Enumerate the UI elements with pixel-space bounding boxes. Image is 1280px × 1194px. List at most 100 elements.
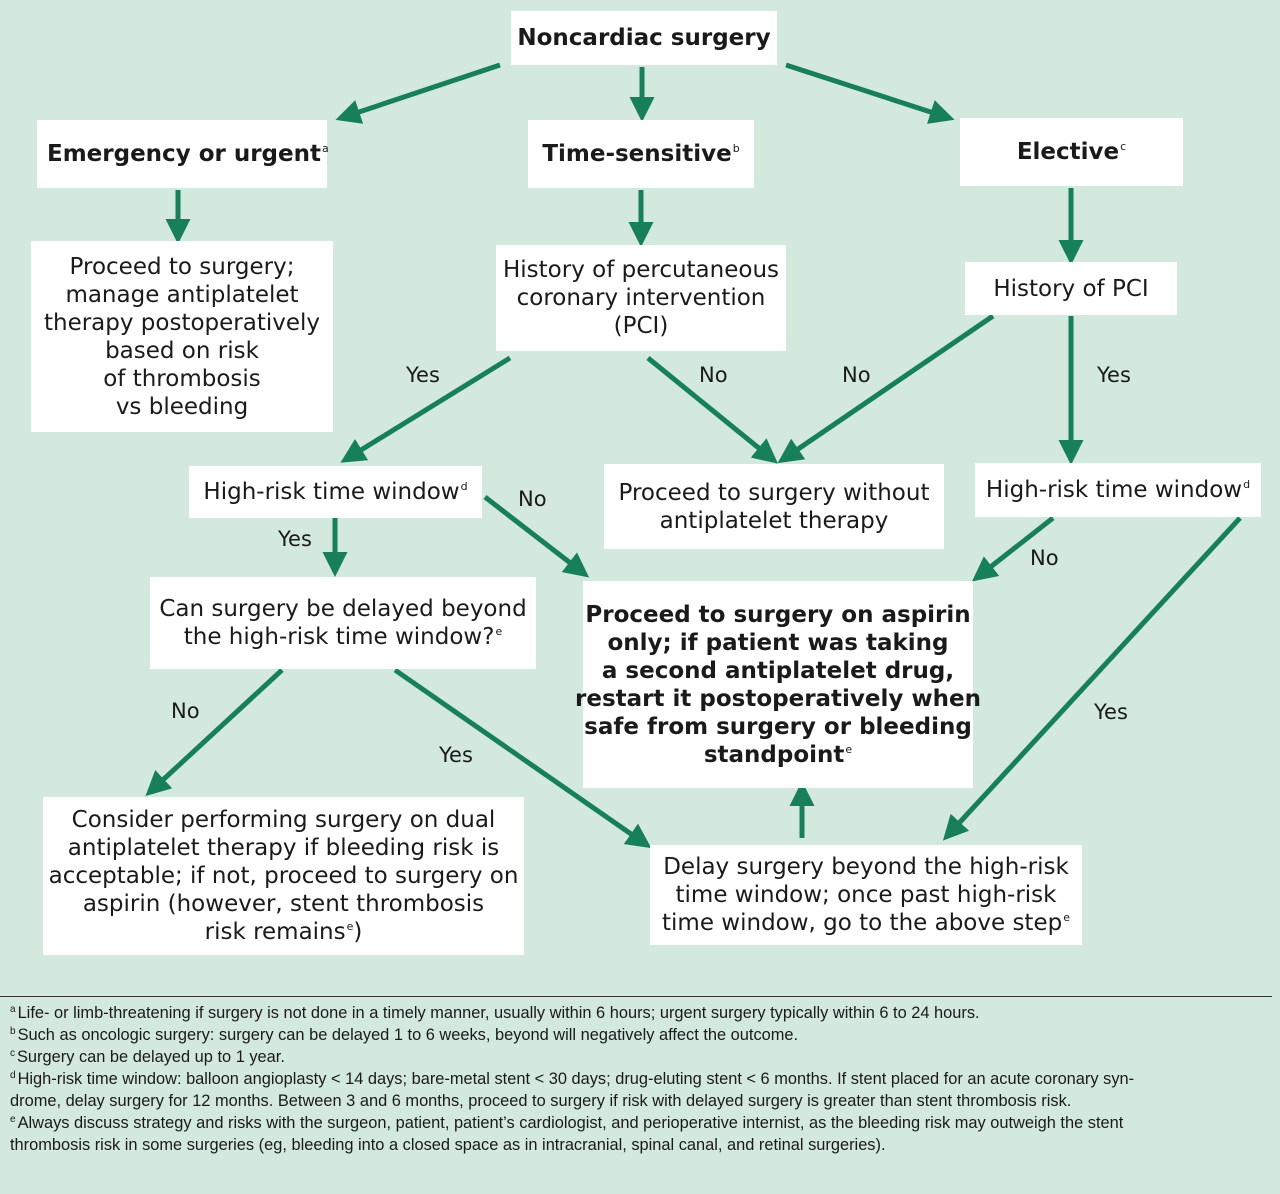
proceed-aspirin-box: Proceed to surgery on aspirin only; if p… [575,581,981,788]
footnote-mark-c: c [1120,140,1127,154]
consider-dual-line: Consider performing surgery on dual [71,807,496,833]
emergency-urgent-label: Emergency or urgenta [47,140,329,168]
footnote-mark: d [10,1069,16,1081]
arrow-root-to-elective [785,62,955,124]
noncardiac-surgery-label: Noncardiac surgery [517,25,771,51]
high-risk-window-right-label: High-risk time windowd [986,476,1250,504]
delay-surgery-line: time window, go to the above stepe [662,909,1070,937]
footnote-d-continued: drome, delay surgery for 12 months. Betw… [10,1092,1072,1110]
history-pci-long-line: coronary intervention [516,285,766,311]
proceed-manage-box: Proceed to surgery; manage antiplatelet … [31,241,333,432]
edge-label-yes: Yes [278,527,312,551]
delay-surgery-box: Delay surgery beyond the high-risk time … [650,845,1082,945]
footnote-text: Life- or limb-threatening if surgery is … [17,1004,980,1022]
footnote-mark: b [10,1025,16,1037]
edge-label-yes: Yes [1097,363,1131,387]
consider-dual-text: risk remains [204,919,346,945]
consider-dual-tail: ) [353,919,363,945]
consider-dual-line: risk remainse) [205,918,363,946]
proceed-manage-line: therapy postoperatively [43,309,321,336]
can-delay-text: the high-risk time window? [183,624,495,650]
proceed-manage-line: based on risk [105,337,259,364]
footnote-text: Always discuss strategy and risks with t… [17,1114,1124,1132]
edge-label-no: No [518,487,547,511]
footnote-mark: e [10,1113,16,1125]
high-risk-window-left-box: High-risk time windowd [189,466,482,518]
edge-label-no: No [171,699,200,723]
footnote-mark: a [10,1003,16,1015]
footnote-text: Such as oncologic surgery: surgery can b… [17,1026,799,1044]
consider-dual-line: antiplatelet therapy if bleeding risk is [67,835,500,861]
arrow-can-delay-yes-to-delay [393,667,652,849]
arrow-high-risk-right-no-to-aspirin [971,516,1055,582]
edge-label-yes: Yes [406,363,440,387]
consider-dual-line: acceptable; if not, proceed to surgery o… [48,863,519,889]
edge-label-no: No [1030,546,1059,570]
proceed-aspirin-line: Proceed to surgery on aspirin [585,601,971,628]
footnote-e-continued: thrombosis risk in some surgeries (eg, b… [10,1136,886,1154]
arrow-history-no-to-proceed-without [646,356,778,464]
proceed-without-line: antiplatelet therapy [659,507,889,534]
high-risk-window-right-text: High-risk time window [985,477,1243,503]
can-delay-line: Can surgery be delayed beyond [159,596,527,622]
arrow-pci-no-to-proceed-without [777,313,995,464]
delay-surgery-line: Delay surgery beyond the high-risk [663,854,1069,880]
edge-label-yes: Yes [439,743,473,767]
arrow-high-risk-no-to-aspirin [483,495,590,578]
can-delay-box: Can surgery be delayed beyond the high-r… [150,577,536,669]
edge-label-yes: Yes [1094,700,1128,724]
history-pci-long-box: History of percutaneous coronary interve… [496,245,786,351]
arrow-history-yes-to-high-risk [340,355,512,463]
time-sensitive-text: Time-sensitive [542,141,732,167]
time-sensitive-box: Time-sensitiveb [528,120,754,188]
history-pci-box: History of PCI [965,262,1177,315]
footnote-mark-e: e [845,742,853,756]
proceed-manage-line: manage antiplatelet [65,281,299,308]
emergency-urgent-box: Emergency or urgenta [37,120,329,188]
proceed-aspirin-line: restart it postoperatively when [575,685,982,712]
proceed-aspirin-text: standpoint [703,741,845,768]
history-pci-long-line: History of percutaneous [503,257,780,283]
high-risk-window-left-text: High-risk time window [203,479,460,505]
edge-label-no: No [699,363,728,387]
delay-surgery-text: time window, go to the above step [662,910,1063,936]
footnote-mark-d: d [460,480,468,494]
elective-box: Electivec [960,118,1183,186]
high-risk-window-right-box: High-risk time windowd [975,463,1261,517]
time-sensitive-label: Time-sensitiveb [542,140,739,168]
emergency-urgent-text: Emergency or urgent [47,141,321,167]
footnote-mark-e: e [1063,911,1070,925]
proceed-aspirin-line: a second antiplatelet drug, [601,657,955,684]
noncardiac-surgery-box: Noncardiac surgery [511,11,777,65]
proceed-without-line: Proceed to surgery without [618,479,930,506]
history-pci-label: History of PCI [993,275,1149,302]
delay-surgery-line: time window; once past high-risk [675,882,1057,908]
proceed-aspirin-line: safe from surgery or bleeding [584,713,972,740]
can-delay-line: the high-risk time window?e [184,623,502,651]
footnote-mark: c [10,1047,15,1059]
elective-label: Electivec [1017,138,1126,166]
footnote-mark-a: a [322,142,329,156]
footnote-mark-d: d [1243,478,1251,492]
arrow-high-risk-right-yes-to-delay [942,516,1242,841]
footnote-text: High-risk time window: balloon angioplas… [17,1070,1135,1088]
consider-dual-box: Consider performing surgery on dual anti… [43,797,524,955]
consider-dual-line: aspirin (however, stent thrombosis [82,891,485,917]
footnote-mark-e: e [495,625,503,639]
proceed-without-box: Proceed to surgery without antiplatelet … [604,464,944,549]
proceed-manage-line: of thrombosis [103,365,261,392]
arrow-can-delay-no-to-consider [145,668,284,797]
proceed-manage-line: Proceed to surgery; [69,253,295,280]
proceed-aspirin-line: standpointe [704,741,852,769]
footnote-mark-b: b [732,142,740,156]
footnote-text: Surgery can be delayed up to 1 year. [17,1048,285,1066]
arrow-root-to-emergency [335,62,501,124]
edge-label-no: No [842,363,871,387]
